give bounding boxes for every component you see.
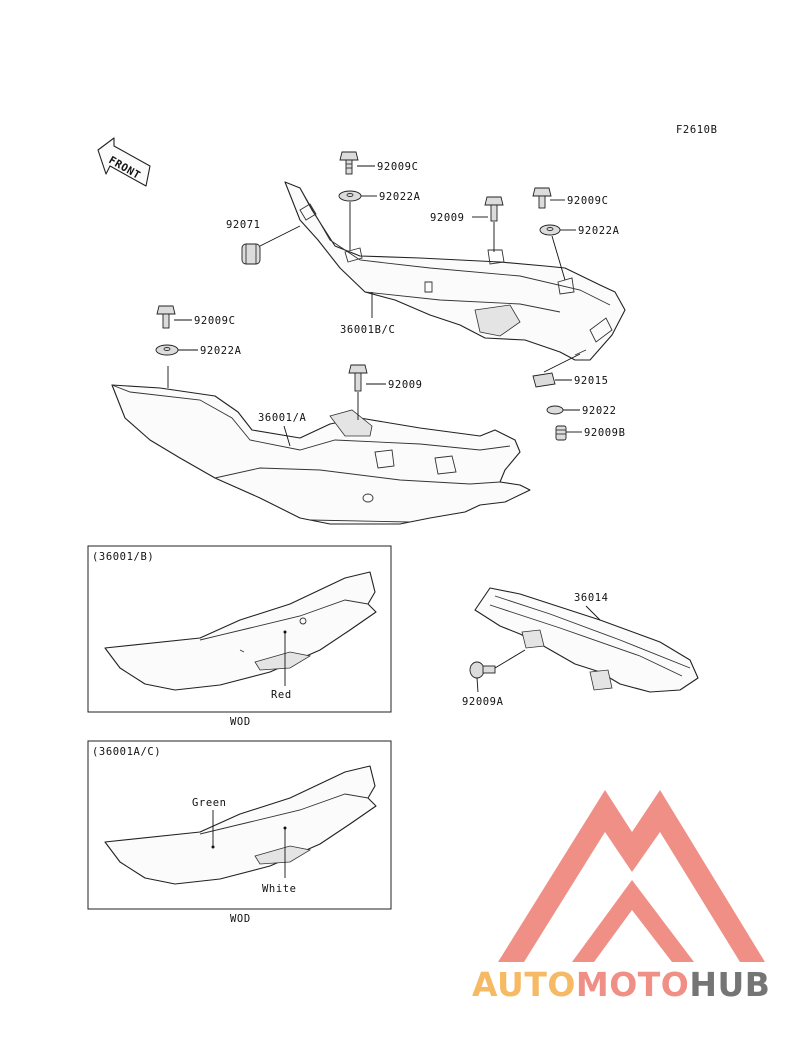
inset-ac-color-label-1: Green <box>192 797 227 809</box>
label-bolt-left: 92009C <box>194 315 236 327</box>
label-screw: 92009B <box>584 427 626 439</box>
label-bolt-top: 92009C <box>377 161 419 173</box>
logo-part-auto: AUTO <box>472 965 576 1004</box>
svg-text:AUTOMOTOHUB: AUTOMOTOHUB <box>472 965 770 1004</box>
inset-b-cover <box>104 571 377 691</box>
inset-ac-caption: WOD <box>230 913 251 925</box>
inset-box-b <box>87 545 392 713</box>
bolt-lower-icon <box>348 364 368 392</box>
label-cover-lower: 36001/A <box>258 412 307 424</box>
nut-clip-icon <box>532 372 556 388</box>
label-washer-right: 92022A <box>578 225 620 237</box>
label-washer-small: 92022 <box>582 405 617 417</box>
washer-left-icon <box>155 344 179 356</box>
bolt-top-icon <box>339 151 359 175</box>
washer-top-icon <box>338 190 362 202</box>
label-washer-top: 92022A <box>379 191 421 203</box>
inset-ac-color-label-2: White <box>262 883 297 895</box>
grommet-icon <box>241 243 261 265</box>
logo-part-hub: HUB <box>689 965 770 1004</box>
logo-part-moto: MOTO <box>576 965 689 1004</box>
label-cover-upper: 36001B/C <box>340 324 395 336</box>
label-bolt-center: 92009 <box>430 212 465 224</box>
label-nut-clip: 92015 <box>574 375 609 387</box>
inset-b-title: (36001/B) <box>92 551 154 563</box>
label-rail: 36014 <box>574 592 609 604</box>
front-arrow-icon: FRONT <box>97 137 151 187</box>
screw-icon <box>555 425 567 441</box>
inset-b-color-label: Red <box>271 689 292 701</box>
label-washer-left: 92022A <box>200 345 242 357</box>
bolt-left-icon <box>156 305 176 329</box>
rivet-icon <box>469 661 496 679</box>
washer-right-icon <box>539 224 561 236</box>
lower-seat-cover <box>111 384 531 525</box>
label-grommet: 92071 <box>226 219 261 231</box>
label-rivet: 92009A <box>462 696 504 708</box>
label-bolt-lower: 92009 <box>388 379 423 391</box>
inset-ac-cover <box>104 765 377 885</box>
bolt-center-icon <box>484 196 504 222</box>
washer-small-icon <box>546 405 564 415</box>
figure-code: F2610B <box>676 124 718 136</box>
label-bolt-right: 92009C <box>567 195 609 207</box>
bolt-right-icon <box>532 187 552 209</box>
inset-ac-title: (36001A/C) <box>92 746 161 758</box>
inset-b-caption: WOD <box>230 716 251 728</box>
inset-box-ac <box>87 740 392 910</box>
upper-seat-cover <box>284 181 626 361</box>
rail-part <box>474 587 699 693</box>
automotohub-logo: AUTOMOTOHUB <box>472 790 770 1004</box>
